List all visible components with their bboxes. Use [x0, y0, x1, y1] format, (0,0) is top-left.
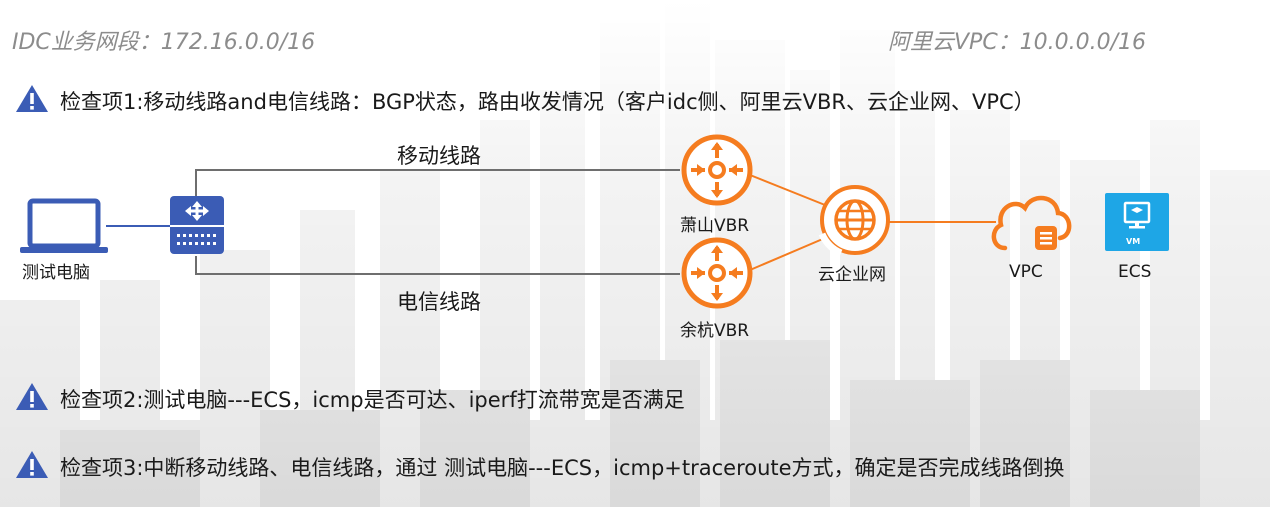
vbr-router-icon [681, 134, 753, 206]
check-item-2: 检查项2:测试电脑---ECS，icmp是否可达、iperf打流带宽是否满足 [60, 388, 685, 412]
vpc-label: VPC [1009, 262, 1043, 282]
vm-badge: VM [1126, 237, 1141, 246]
vbr-yuhang-label: 余杭VBR [680, 321, 750, 341]
vbr-xiaoshan-label: 萧山VBR [680, 216, 750, 236]
warning-icon [16, 383, 48, 410]
mobile-line-link [195, 169, 680, 196]
vbr2-to-cen-link [749, 237, 826, 271]
vbr-router-icon [681, 237, 753, 309]
vbr1-to-cen-link [749, 174, 826, 206]
warning-icon [16, 451, 48, 478]
laptop-icon [20, 198, 108, 253]
globe-icon [818, 185, 890, 257]
check-item-1: 检查项1:移动线路and电信线路：BGP状态，路由收发情况（客户idc侧、阿里云… [60, 90, 1035, 114]
telecom-line-label: 电信线路 [397, 290, 481, 314]
warning-icon [16, 85, 48, 112]
vpc-segment-header: 阿里云VPC：10.0.0.0/16 [888, 30, 1147, 55]
pc-label: 测试电脑 [22, 263, 90, 283]
ecs-instance-icon [1105, 193, 1169, 251]
telecom-line-link [195, 256, 680, 275]
mobile-line-label: 移动线路 [397, 144, 481, 168]
check-item-3: 检查项3:中断移动线路、电信线路，通过 测试电脑---ECS，icmp+trac… [60, 456, 1065, 480]
cen-label: 云企业网 [818, 265, 886, 285]
router-icon [170, 196, 224, 254]
cloud-icon [991, 195, 1072, 251]
idc-segment-header: IDC业务网段：172.16.0.0/16 [12, 30, 316, 55]
ecs-label: ECS [1118, 262, 1152, 282]
